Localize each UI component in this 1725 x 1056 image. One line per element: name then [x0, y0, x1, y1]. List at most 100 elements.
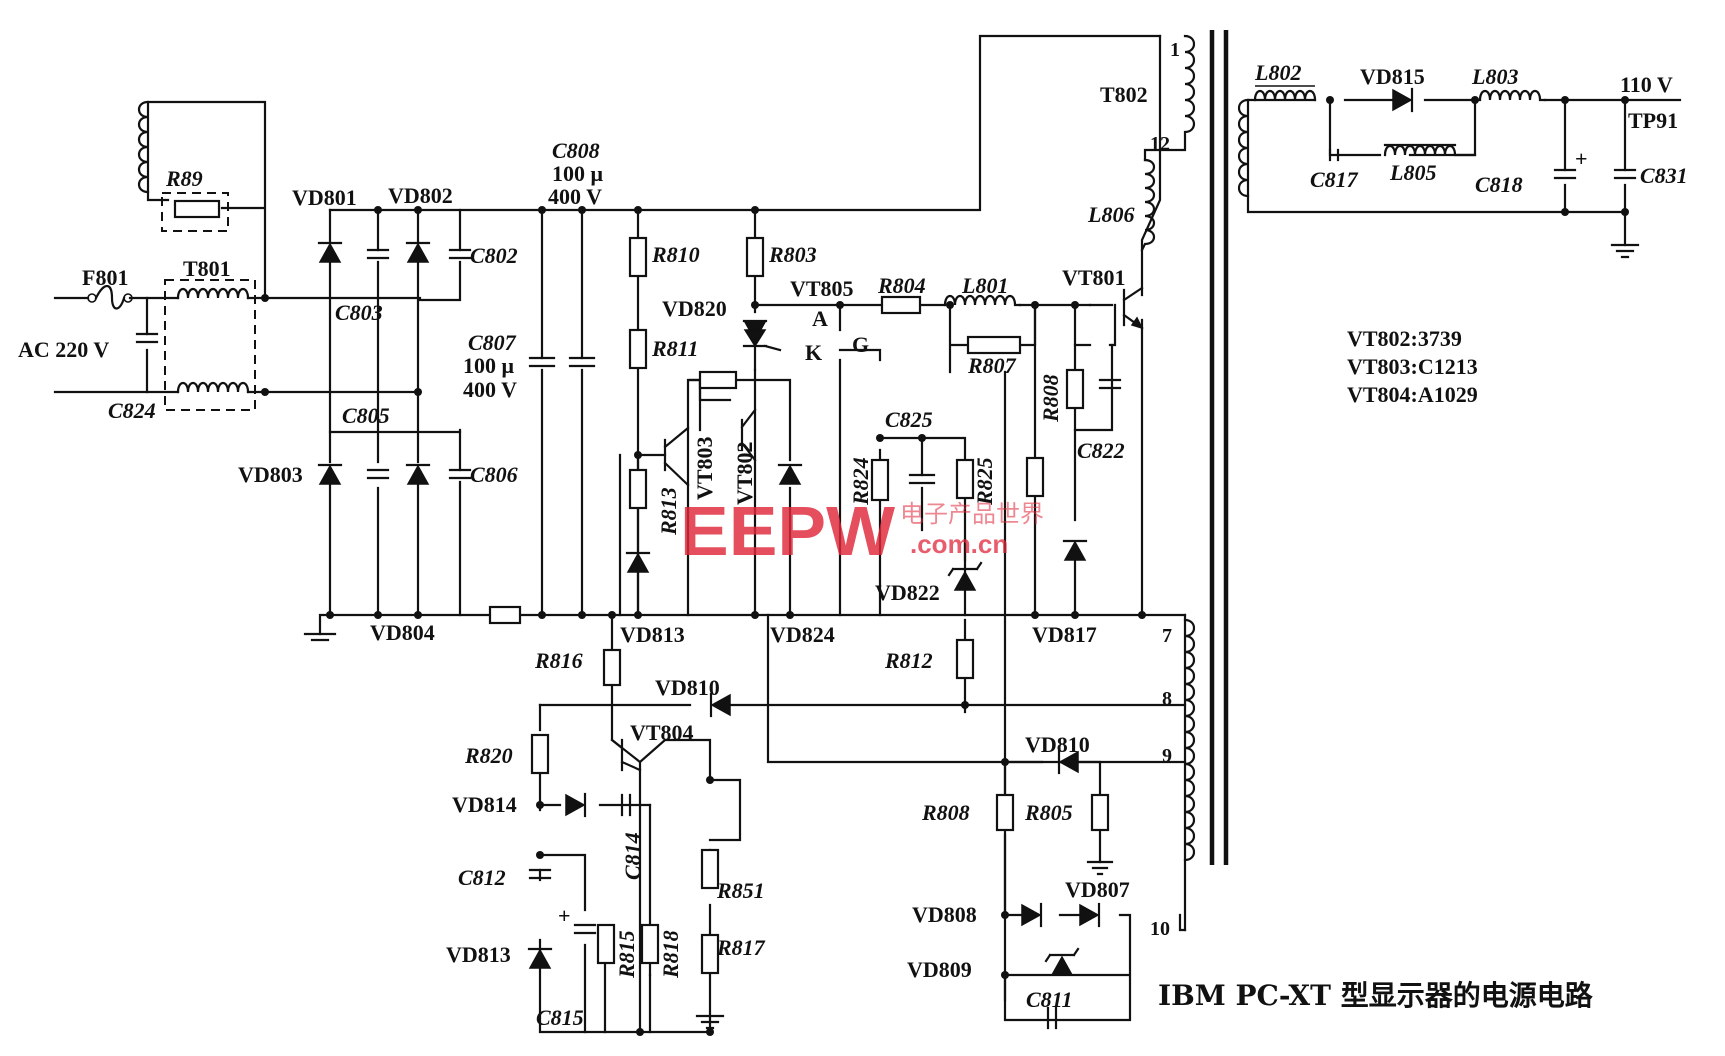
- watermark-cn: 电子产品世界: [900, 500, 1044, 528]
- t802-pin-7: 7: [1162, 625, 1172, 647]
- vd809-label: VD809: [907, 957, 972, 982]
- vd814-diode: [565, 792, 587, 818]
- vd810-bottom-diode: [1057, 749, 1079, 775]
- c824-plates: [135, 332, 159, 344]
- t801-enclosure: [164, 279, 256, 411]
- t802-pin-10: 10: [1150, 918, 1170, 940]
- r805-body: [1090, 793, 1110, 832]
- c808-voltage: 400 V: [548, 184, 602, 209]
- ground-output: [1610, 243, 1640, 259]
- vd810-top-label: VD810: [655, 675, 720, 700]
- bleed-resistor-body: [488, 605, 522, 625]
- t802-secondary: [1237, 98, 1250, 198]
- dashed-enclosures: [161, 192, 256, 411]
- vd801-label: VD801: [292, 185, 357, 210]
- c825-label: C825: [885, 407, 933, 432]
- t802-primary-top: [1143, 34, 1196, 162]
- diodes: [317, 87, 1414, 976]
- vt802-label: VT802: [732, 441, 757, 505]
- r89-body: [173, 199, 221, 219]
- c818-label: C818: [1475, 172, 1523, 197]
- c806-plates: [448, 468, 472, 480]
- r817-body: [700, 933, 720, 975]
- c807-plates: [528, 356, 556, 368]
- r812-label: R812: [884, 648, 933, 673]
- t802-label: T802: [1100, 82, 1148, 107]
- vd815-label: VD815: [1360, 64, 1425, 89]
- c824-label: C824: [108, 398, 156, 423]
- l801-label: L801: [961, 273, 1008, 298]
- vd814-label: VD814: [452, 792, 517, 817]
- vd804-label: VD804: [370, 620, 435, 645]
- r811-label: R811: [651, 336, 698, 361]
- c802-plates: [448, 248, 472, 260]
- r89-coil: [137, 100, 150, 194]
- c822-resistor-body: [1065, 368, 1085, 410]
- r820-label: R820: [464, 743, 513, 768]
- ac-source-label: AC 220 V: [18, 337, 109, 362]
- c825-plates: [908, 473, 936, 485]
- junction-dots: [261, 96, 1629, 1036]
- c808-value: 100 μ: [552, 161, 604, 186]
- vd817-diode: [1062, 539, 1088, 561]
- r818-body: [640, 923, 660, 965]
- vd803-label: VD803: [238, 462, 303, 487]
- r825-body: [955, 458, 975, 500]
- c831-plates: [1613, 168, 1637, 180]
- r811-body: [628, 328, 648, 370]
- vd810-bottom-label: VD810: [1025, 732, 1090, 757]
- c815-label: C815: [536, 1005, 584, 1030]
- c817-label: C817: [1310, 167, 1359, 192]
- transistors: [610, 286, 1144, 772]
- part-note-vt804: VT804:A1029: [1347, 382, 1478, 407]
- vd813-bottom-diode: [527, 947, 553, 969]
- resistors: [173, 199, 1110, 975]
- t802-core: [1209, 30, 1229, 865]
- r818-label: R818: [658, 930, 683, 979]
- vd820-label: VD820: [662, 296, 727, 321]
- c811-plates: [1046, 1006, 1058, 1030]
- vt801-label: VT801: [1062, 265, 1126, 290]
- r851-body: [700, 848, 720, 890]
- watermark-url: .com.cn: [910, 529, 1008, 559]
- fuse-f801: [87, 284, 133, 310]
- vt801-transistor: [1122, 286, 1144, 330]
- l801-coil: [943, 294, 1022, 307]
- r810-label: R810: [651, 242, 700, 267]
- c817-plates: [1328, 148, 1340, 162]
- vd822-label: VD822: [875, 580, 940, 605]
- c808-label: C808: [552, 138, 600, 163]
- vd822-zener: [947, 561, 983, 591]
- part-note-vt803: VT803:C1213: [1347, 354, 1478, 379]
- vt805-label: VT805: [790, 276, 854, 301]
- coils: [137, 34, 1547, 862]
- t801-top-coil: [176, 287, 250, 300]
- diagram-title: IBM PC-XT 型显示器的电源电路: [1158, 979, 1594, 1012]
- part-note-vt802: VT802:3739: [1347, 326, 1462, 351]
- vd809-zener: [1044, 947, 1080, 976]
- c807-value: 100 μ: [463, 353, 515, 378]
- r807-body: [966, 335, 1022, 355]
- r808-top-body: [1025, 456, 1045, 498]
- vd803-diode: [317, 463, 343, 485]
- r803-body: [745, 236, 765, 278]
- output-voltage: 110 V: [1620, 72, 1673, 97]
- c811-label: C811: [1026, 987, 1072, 1012]
- ground-bridge: [303, 632, 337, 642]
- polarity-plus: +: [1575, 146, 1588, 171]
- r803-label: R803: [768, 242, 817, 267]
- f801-label: F801: [82, 265, 128, 290]
- vd807-label: VD807: [1065, 877, 1130, 902]
- r804-body: [880, 295, 922, 315]
- vd810-top-diode: [709, 692, 731, 718]
- r824-body: [870, 458, 890, 502]
- vd807-diode: [1079, 902, 1101, 928]
- t802-primary-bottom: [1183, 618, 1196, 862]
- test-point-label: TP91: [1628, 108, 1678, 133]
- t802-pin-9: 9: [1162, 745, 1172, 767]
- c822-label: C822: [1077, 438, 1125, 463]
- vd824-label: VD824: [770, 622, 835, 647]
- t802-pin-8: 8: [1162, 688, 1172, 710]
- vd824-diode: [777, 463, 803, 485]
